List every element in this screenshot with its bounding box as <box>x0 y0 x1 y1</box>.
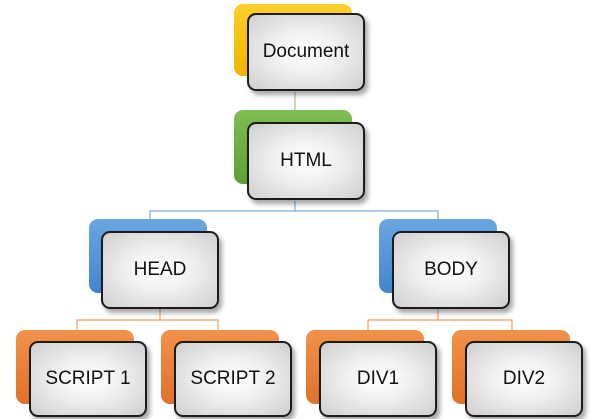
node-div1-box: DIV1 <box>319 341 437 417</box>
node-html-box: HTML <box>247 122 365 200</box>
node-script-2-box: SCRIPT 2 <box>174 341 292 417</box>
node-body-box: BODY <box>392 231 510 309</box>
node-document-box: Document <box>247 13 365 91</box>
node-div2-box: DIV2 <box>465 341 583 417</box>
node-head-box: HEAD <box>101 231 219 309</box>
connector-body-children <box>367 308 513 330</box>
node-script-1-box: SCRIPT 1 <box>29 341 147 417</box>
connector-html-children <box>149 201 439 219</box>
connector-head-children <box>76 308 219 330</box>
